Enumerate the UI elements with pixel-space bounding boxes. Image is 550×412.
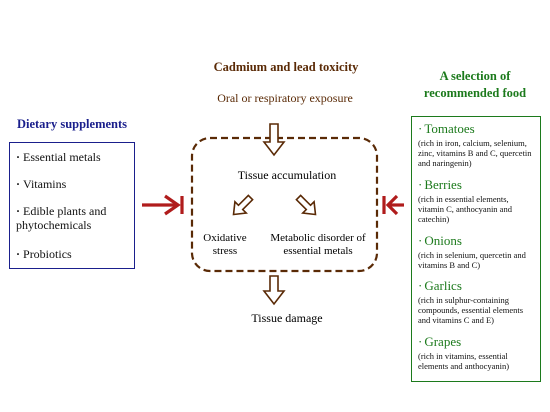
food-item-berries: ·Berries (rich in essential elements, vi… bbox=[418, 177, 512, 224]
arrow-exposure-down bbox=[262, 123, 286, 157]
arrow-to-oxidative-stress bbox=[232, 194, 254, 216]
exposure-label: Oral or respiratory exposure bbox=[217, 91, 353, 105]
metabolic-disorder-label: Metabolic disorder of essential metals bbox=[270, 232, 366, 257]
food-item-grapes: ·Grapes (rich in vitamins, essential ele… bbox=[418, 334, 510, 371]
supplement-item: ·Edible plants and phytochemicals bbox=[16, 204, 107, 232]
dashed-process-box bbox=[190, 136, 379, 273]
supplement-item: ·Vitamins bbox=[16, 177, 67, 191]
inhibition-arrow-right bbox=[382, 194, 404, 216]
food-item-onions: ·Onions (rich in selenium, quercetin and… bbox=[418, 233, 526, 270]
arrow-to-metabolic-disorder bbox=[295, 194, 317, 216]
supplements-title: Dietary supplements bbox=[16, 117, 128, 131]
tissue-damage-label: Tissue damage bbox=[251, 311, 323, 325]
oxidative-stress-label: Oxidative stress bbox=[203, 232, 247, 257]
tissue-accumulation-label: Tissue accumulation bbox=[237, 168, 337, 182]
supplement-item: ·Essential metals bbox=[16, 150, 101, 164]
arrow-to-tissue-damage bbox=[262, 275, 286, 306]
food-item-garlics: ·Garlics (rich in sulphur-containing com… bbox=[418, 278, 524, 325]
food-item-tomatoes: ·Tomatoes (rich in iron, calcium, seleni… bbox=[418, 121, 532, 168]
supplement-item: ·Probiotics bbox=[16, 247, 72, 261]
inhibition-arrow-left bbox=[142, 194, 184, 216]
food-box: ·Tomatoes (rich in iron, calcium, seleni… bbox=[411, 116, 541, 382]
food-title: A selection of recommended food bbox=[423, 69, 527, 100]
diagram-title: Cadmium and lead toxicity bbox=[213, 60, 359, 74]
supplements-box: ·Essential metals ·Vitamins ·Edible plan… bbox=[9, 142, 135, 269]
